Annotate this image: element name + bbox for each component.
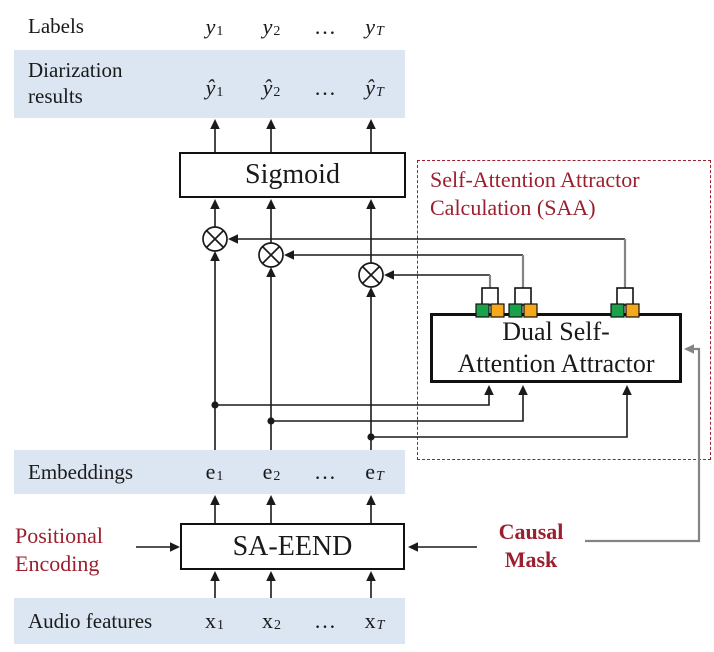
saa-title-line1: Self-Attention Attractor [430,167,640,192]
symbol-yhat-ellipsis: … [314,75,336,100]
positional-encoding-label: Positional Encoding [15,523,104,576]
embeddings-caption: Embeddings [28,460,133,484]
labels-caption: Labels [28,14,84,38]
multiply-node-icon [358,262,384,288]
symbol-x-ellipsis: … [314,608,336,633]
symbol-y-ellipsis: … [314,14,336,39]
multiply-node-icons [202,226,384,288]
dual-self-attention-attractor-box: Dual Self- Attention Attractor [430,313,682,383]
audio-features-caption: Audio features [28,609,153,633]
audio-features-row [14,598,405,644]
junction-dots [211,401,375,441]
sa-eend-box: SA-EEND [180,523,405,570]
diarization-results-row [14,50,405,118]
attractor-label-line2: Attention Attractor [457,349,655,378]
saa-region-title: Self-Attention Attractor Calculation (SA… [430,166,710,222]
saa-dashed-region [417,160,711,460]
causal-mask-label: Causal Mask [498,519,564,572]
diarization-results-caption: Diarization results [28,58,123,108]
multiply-node-icon [202,226,228,252]
embeddings-row [14,450,405,494]
multiply-node-icon [258,242,284,268]
symbol-e-ellipsis: … [314,459,336,484]
sa-eend-label: SA-EEND [232,530,353,562]
saa-title-line2: Calculation (SAA) [430,195,596,220]
sigmoid-box: Sigmoid [179,152,406,198]
sigmoid-label: Sigmoid [245,159,340,190]
attractor-label-line1: Dual Self- [502,317,610,346]
